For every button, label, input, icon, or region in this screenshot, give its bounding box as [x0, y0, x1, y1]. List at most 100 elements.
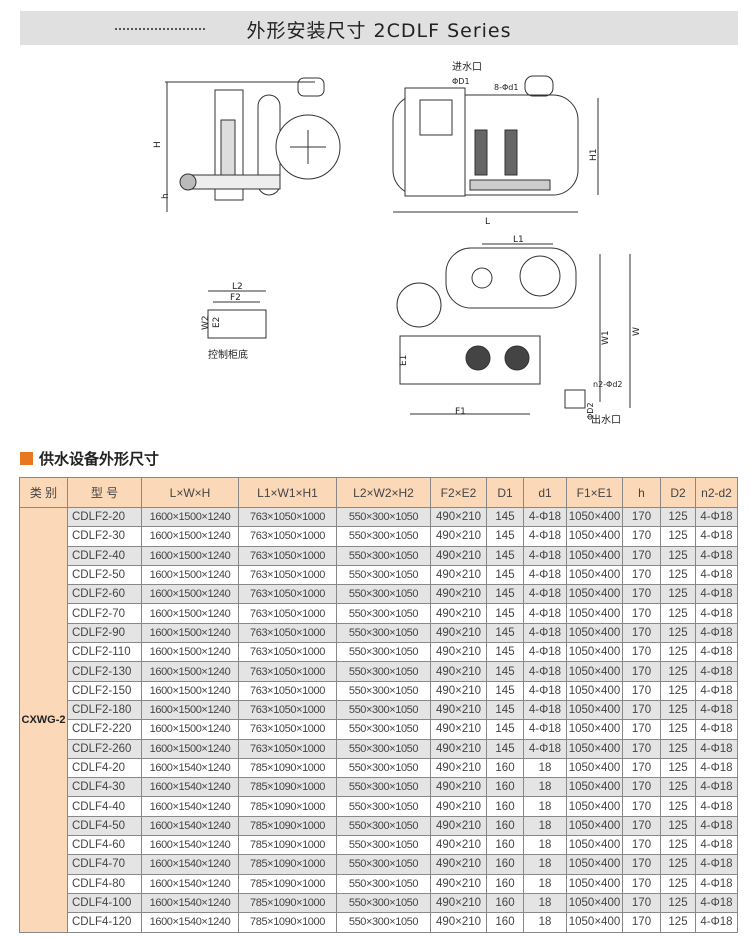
value-cell: 18 — [523, 796, 567, 817]
svg-text:h: h — [161, 193, 171, 199]
svg-text:ΦD2: ΦD2 — [586, 402, 595, 420]
value-cell: 490×210 — [430, 777, 487, 798]
model-cell: CDLF2-260 — [67, 738, 142, 759]
inlet-label: 进水口 — [452, 61, 482, 73]
value-cell: 4-Φ18 — [695, 757, 738, 779]
value-cell: 785×1090×1000 — [238, 873, 337, 894]
value-cell: 1600×1500×1240 — [141, 506, 239, 528]
value-cell: 145 — [486, 699, 524, 721]
svg-text:L: L — [485, 217, 490, 227]
model-cell: CDLF2-40 — [67, 545, 142, 566]
value-cell: 1050×400 — [566, 622, 623, 644]
value-cell: 763×1050×1000 — [238, 622, 337, 644]
value-cell: 763×1050×1000 — [238, 603, 337, 624]
value-cell: 4-Φ18 — [695, 680, 738, 701]
svg-text:F1: F1 — [455, 407, 466, 417]
value-cell: 1600×1500×1240 — [141, 545, 239, 566]
column-header: D2 — [660, 477, 696, 508]
value-cell: 1600×1540×1240 — [141, 796, 239, 817]
value-cell: 550×300×1050 — [336, 622, 431, 644]
value-cell: 785×1090×1000 — [238, 777, 337, 798]
svg-text:n2-Φd2: n2-Φd2 — [593, 380, 623, 389]
value-cell: 125 — [660, 545, 696, 566]
value-cell: 1600×1500×1240 — [141, 584, 239, 605]
value-cell: 4-Φ18 — [695, 603, 738, 624]
value-cell: 785×1090×1000 — [238, 757, 337, 779]
value-cell: 125 — [660, 699, 696, 721]
value-cell: 550×300×1050 — [336, 719, 431, 740]
svg-text:E1: E1 — [399, 355, 409, 366]
value-cell: 550×300×1050 — [336, 892, 431, 914]
value-cell: 785×1090×1000 — [238, 796, 337, 817]
value-cell: 490×210 — [430, 757, 487, 779]
value-cell: 1050×400 — [566, 854, 623, 875]
value-cell: 125 — [660, 796, 696, 817]
model-cell: CDLF4-70 — [67, 854, 142, 875]
value-cell: 1600×1540×1240 — [141, 757, 239, 779]
value-cell: 160 — [486, 912, 524, 933]
value-cell: 125 — [660, 603, 696, 624]
svg-text:W1: W1 — [601, 330, 611, 345]
value-cell: 125 — [660, 854, 696, 875]
value-cell: 125 — [660, 835, 696, 856]
value-cell: 125 — [660, 506, 696, 528]
column-header: L1×W1×H1 — [238, 477, 337, 508]
value-cell: 170 — [622, 622, 661, 644]
value-cell: 125 — [660, 719, 696, 740]
value-cell: 125 — [660, 912, 696, 933]
value-cell: 490×210 — [430, 912, 487, 933]
value-cell: 763×1050×1000 — [238, 719, 337, 740]
value-cell: 490×210 — [430, 584, 487, 605]
value-cell: 550×300×1050 — [336, 642, 431, 663]
value-cell: 4-Φ18 — [695, 892, 738, 914]
value-cell: 160 — [486, 892, 524, 914]
value-cell: 145 — [486, 603, 524, 624]
model-cell: CDLF2-90 — [67, 622, 142, 644]
value-cell: 18 — [523, 912, 567, 933]
outlet-label: 出水口 — [591, 413, 621, 426]
value-cell: 1600×1500×1240 — [141, 738, 239, 759]
cabinet-base-label: 控制柜底 — [208, 348, 248, 361]
value-cell: 490×210 — [430, 622, 487, 644]
model-cell: CDLF2-20 — [67, 506, 142, 528]
value-cell: 490×210 — [430, 892, 487, 914]
value-cell: 145 — [486, 584, 524, 605]
value-cell: 4-Φ18 — [523, 622, 567, 644]
value-cell: 550×300×1050 — [336, 873, 431, 894]
value-cell: 4-Φ18 — [523, 506, 567, 528]
value-cell: 125 — [660, 680, 696, 701]
value-cell: 550×300×1050 — [336, 680, 431, 701]
value-cell: 170 — [622, 892, 661, 914]
value-cell: 170 — [622, 777, 661, 798]
value-cell: 1600×1500×1240 — [141, 603, 239, 624]
value-cell: 763×1050×1000 — [238, 564, 337, 586]
value-cell: 170 — [622, 815, 661, 837]
value-cell: 125 — [660, 892, 696, 914]
value-cell: 170 — [622, 564, 661, 586]
value-cell: 4-Φ18 — [695, 584, 738, 605]
value-cell: 160 — [486, 757, 524, 779]
column-header: D1 — [486, 477, 524, 508]
value-cell: 18 — [523, 892, 567, 914]
model-cell: CDLF4-20 — [67, 757, 142, 779]
value-cell: 490×210 — [430, 603, 487, 624]
value-cell: 550×300×1050 — [336, 912, 431, 933]
value-cell: 550×300×1050 — [336, 738, 431, 759]
value-cell: 490×210 — [430, 545, 487, 566]
value-cell: 1050×400 — [566, 680, 623, 701]
value-cell: 1050×400 — [566, 506, 623, 528]
value-cell: 490×210 — [430, 738, 487, 759]
value-cell: 4-Φ18 — [695, 506, 738, 528]
value-cell: 490×210 — [430, 873, 487, 894]
model-cell: CDLF4-100 — [67, 892, 142, 914]
value-cell: 4-Φ18 — [523, 564, 567, 586]
value-cell: 18 — [523, 815, 567, 837]
value-cell: 170 — [622, 757, 661, 779]
